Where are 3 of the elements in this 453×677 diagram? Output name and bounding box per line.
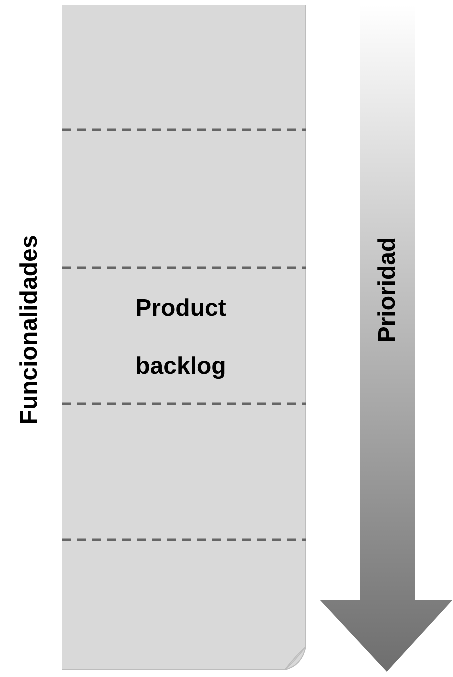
backlog-title: Product backlog [134,294,228,382]
axis-label: Funcionalidades [16,235,44,425]
arrow-label: Prioridad [374,237,402,343]
